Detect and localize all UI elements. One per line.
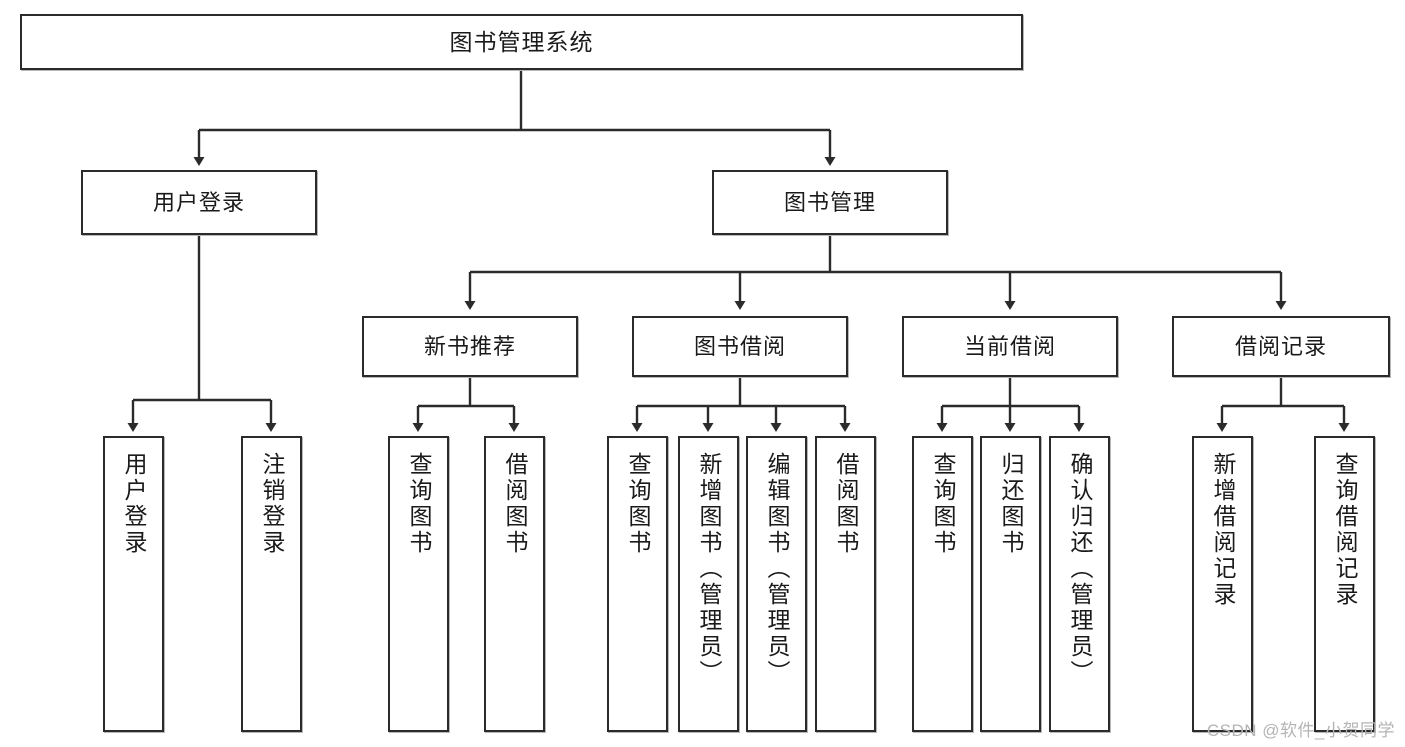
node-borrow-record[interactable]: 借阅记录 bbox=[1172, 316, 1390, 377]
node-user-login[interactable]: 用户登录 bbox=[81, 170, 317, 235]
leaf-book-borrow-add-label: 新增图书（管理员） bbox=[696, 452, 722, 686]
leaf-borrow-record-add-label: 新增借阅记录 bbox=[1210, 452, 1236, 608]
leaf-borrow-record-query-label: 查询借阅记录 bbox=[1332, 452, 1358, 608]
node-root-label: 图书管理系统 bbox=[449, 28, 594, 55]
leaf-new-book-query-label: 查询图书 bbox=[406, 452, 432, 556]
leaf-current-borrow-confirm-label: 确认归还（管理员） bbox=[1067, 452, 1093, 686]
leaf-borrow-record-query[interactable]: 查询借阅记录 bbox=[1314, 436, 1375, 732]
leaf-user-login-login[interactable]: 用户登录 bbox=[103, 436, 164, 732]
leaf-book-borrow-borrow[interactable]: 借阅图书 bbox=[815, 436, 876, 732]
leaf-book-borrow-query-label: 查询图书 bbox=[625, 452, 651, 556]
node-book-management-label: 图书管理 bbox=[783, 189, 876, 215]
leaf-current-borrow-return[interactable]: 归还图书 bbox=[980, 436, 1041, 732]
leaf-current-borrow-query-label: 查询图书 bbox=[930, 452, 956, 556]
node-new-book-recommend[interactable]: 新书推荐 bbox=[362, 316, 578, 377]
leaf-borrow-record-add[interactable]: 新增借阅记录 bbox=[1192, 436, 1253, 732]
leaf-new-book-borrow[interactable]: 借阅图书 bbox=[484, 436, 545, 732]
node-current-borrow[interactable]: 当前借阅 bbox=[902, 316, 1118, 377]
node-book-borrow[interactable]: 图书借阅 bbox=[632, 316, 848, 377]
leaf-user-login-logout-label: 注销登录 bbox=[259, 452, 285, 556]
leaf-user-login-login-label: 用户登录 bbox=[121, 452, 147, 556]
leaf-user-login-logout[interactable]: 注销登录 bbox=[241, 436, 302, 732]
node-current-borrow-label: 当前借阅 bbox=[963, 333, 1056, 359]
node-new-book-recommend-label: 新书推荐 bbox=[423, 333, 516, 359]
node-borrow-record-label: 借阅记录 bbox=[1234, 333, 1327, 359]
node-book-borrow-label: 图书借阅 bbox=[693, 333, 786, 359]
node-user-login-label: 用户登录 bbox=[152, 189, 245, 215]
csdn-watermark: CSDN @软件_小贺同学 bbox=[1206, 721, 1395, 740]
leaf-current-borrow-confirm[interactable]: 确认归还（管理员） bbox=[1049, 436, 1110, 732]
leaf-new-book-query[interactable]: 查询图书 bbox=[388, 436, 449, 732]
leaf-current-borrow-query[interactable]: 查询图书 bbox=[912, 436, 973, 732]
leaf-book-borrow-edit[interactable]: 编辑图书（管理员） bbox=[746, 436, 807, 732]
leaf-book-borrow-borrow-label: 借阅图书 bbox=[833, 452, 859, 556]
leaf-book-borrow-edit-label: 编辑图书（管理员） bbox=[764, 452, 790, 686]
leaf-current-borrow-return-label: 归还图书 bbox=[998, 452, 1024, 556]
node-root[interactable]: 图书管理系统 bbox=[20, 14, 1023, 70]
leaf-book-borrow-add[interactable]: 新增图书（管理员） bbox=[678, 436, 739, 732]
node-book-management[interactable]: 图书管理 bbox=[712, 170, 948, 235]
leaf-new-book-borrow-label: 借阅图书 bbox=[502, 452, 528, 556]
leaf-book-borrow-query[interactable]: 查询图书 bbox=[607, 436, 668, 732]
